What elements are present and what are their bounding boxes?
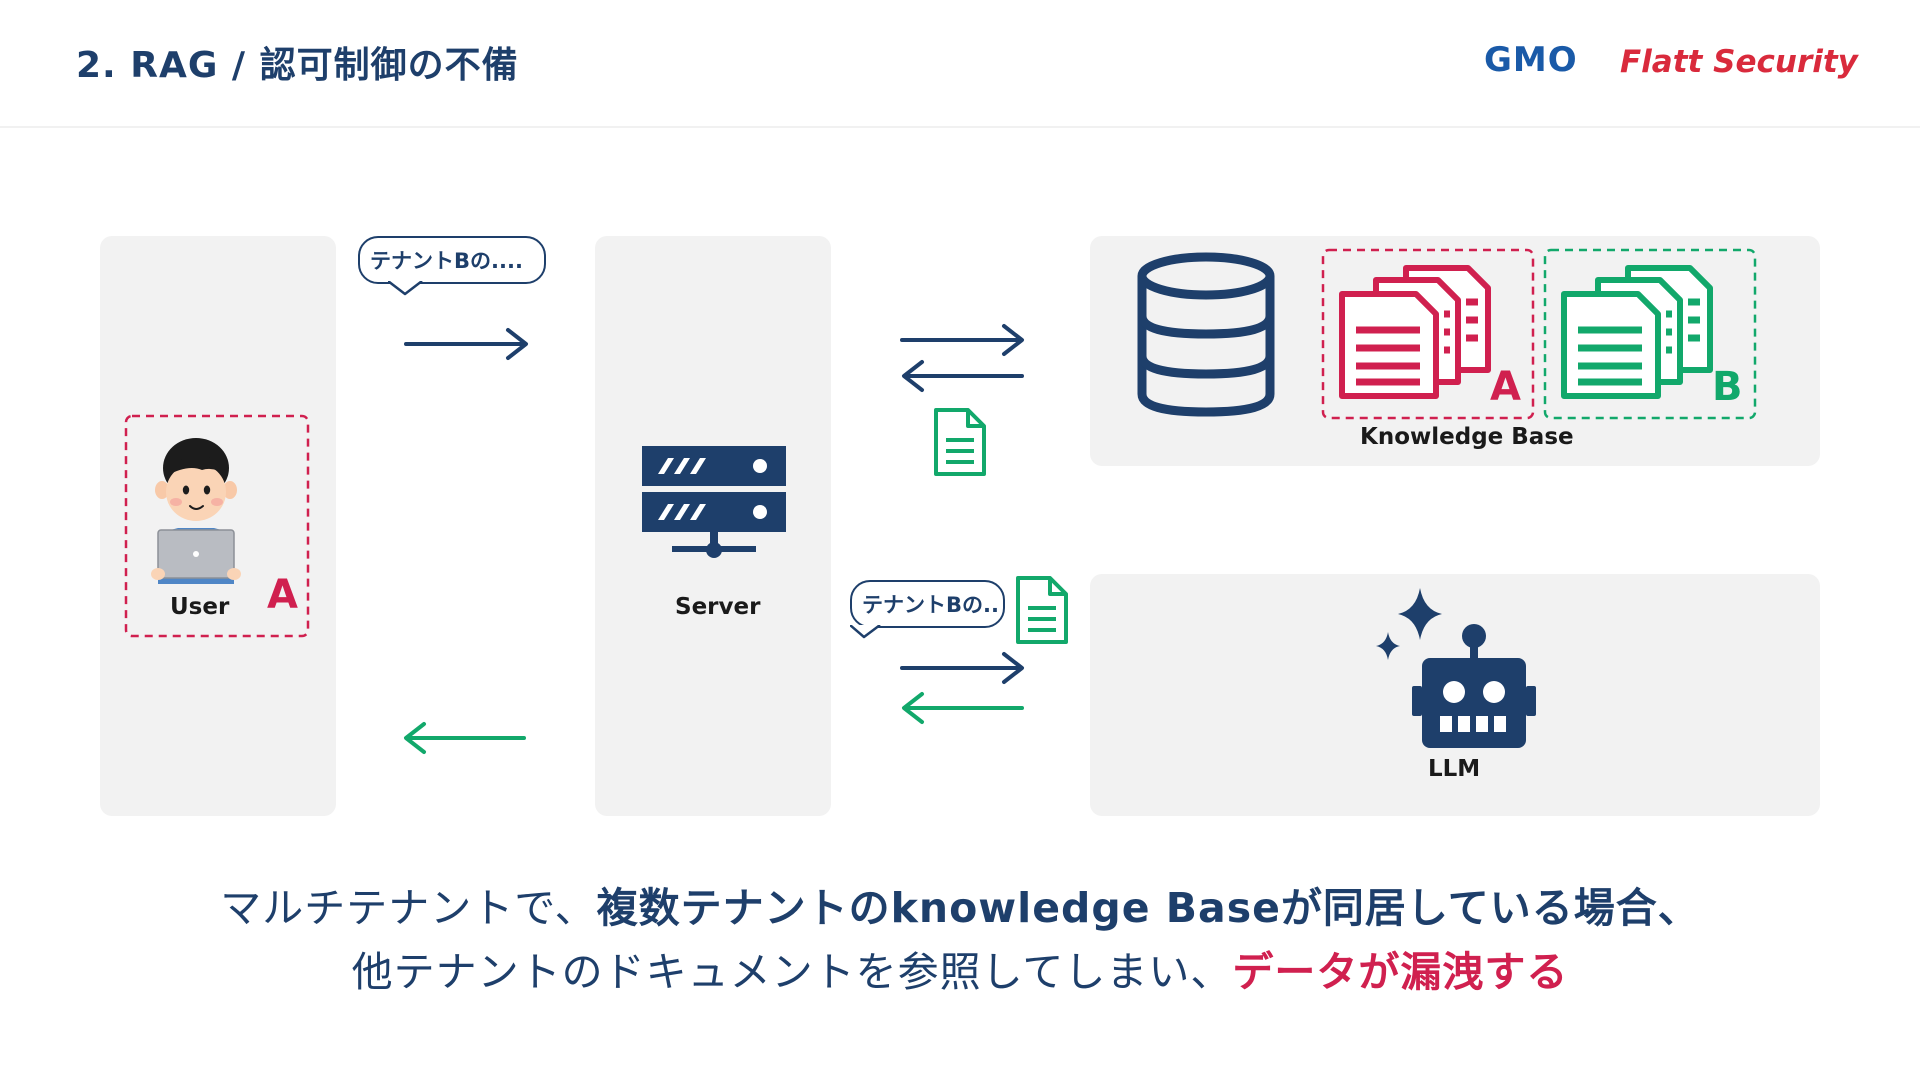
tenant-b-documents-icon [1561, 265, 1713, 399]
arrow-server-to-llm [900, 652, 1024, 684]
caption-line-1-normal: マルチテナントで、 [220, 884, 597, 932]
user-tenant-a-box [124, 414, 310, 638]
user-query-text: テナントBの.... [370, 249, 523, 273]
arrow-llm-to-server [902, 692, 1024, 724]
llm-query-text: テナントBの.. [862, 593, 999, 617]
knowledge-base-label: Knowledge Base [1360, 424, 1574, 450]
user-query-bubble-tail [388, 281, 423, 296]
server-label: Server [675, 594, 761, 620]
arrow-user-to-server [404, 328, 528, 360]
logo-gmo-text: GMO [1484, 40, 1578, 80]
user-panel [100, 236, 336, 816]
database-icon [1137, 252, 1275, 417]
llm-query-bubble: テナントBの.. [850, 580, 1005, 628]
caption-line-2-danger: データが漏洩する [1232, 948, 1569, 996]
header: 2. RAG / 認可制御の不備 GMO Flatt Security [0, 0, 1920, 128]
user-tenant-letter: A [267, 572, 298, 618]
user-at-laptop-icon [151, 438, 241, 584]
logo-flatt-text: Flatt Security [1620, 44, 1858, 80]
user-query-bubble: テナントBの.... [358, 236, 546, 284]
retrieved-document-icon [934, 408, 986, 476]
tenant-a-documents-icon [1339, 265, 1491, 399]
llm-query-bubble-tail [850, 625, 881, 639]
page-title: 2. RAG / 認可制御の不備 [76, 45, 519, 86]
kb-tenant-b-letter: B [1712, 364, 1743, 410]
caption-line-2-normal: 他テナントのドキュメントを参照してしまい、 [351, 948, 1233, 996]
company-logo: GMO Flatt Security [1480, 36, 1860, 96]
kb-tenant-a-letter: A [1490, 364, 1521, 410]
server-icon [642, 446, 786, 558]
tenant-b-documents-box [1543, 248, 1757, 420]
llm-label: LLM [1428, 756, 1481, 782]
arrow-knowledge-base-to-server [902, 360, 1024, 392]
caption-line-2: 他テナントのドキュメントを参照してしまい、データが漏洩する [0, 938, 1920, 998]
caption-line-1-bold: 複数テナントのknowledge Baseが同居している場合、 [596, 884, 1700, 932]
caption-line-1: マルチテナントで、複数テナントのknowledge Baseが同居している場合、 [0, 874, 1920, 934]
llm-robot-icon [1376, 588, 1536, 748]
tenant-a-documents-box [1321, 248, 1535, 420]
arrow-server-to-knowledge-base [900, 324, 1024, 356]
context-document-icon [1016, 576, 1068, 644]
arrow-server-to-user [404, 722, 526, 754]
user-label: User [170, 594, 230, 620]
